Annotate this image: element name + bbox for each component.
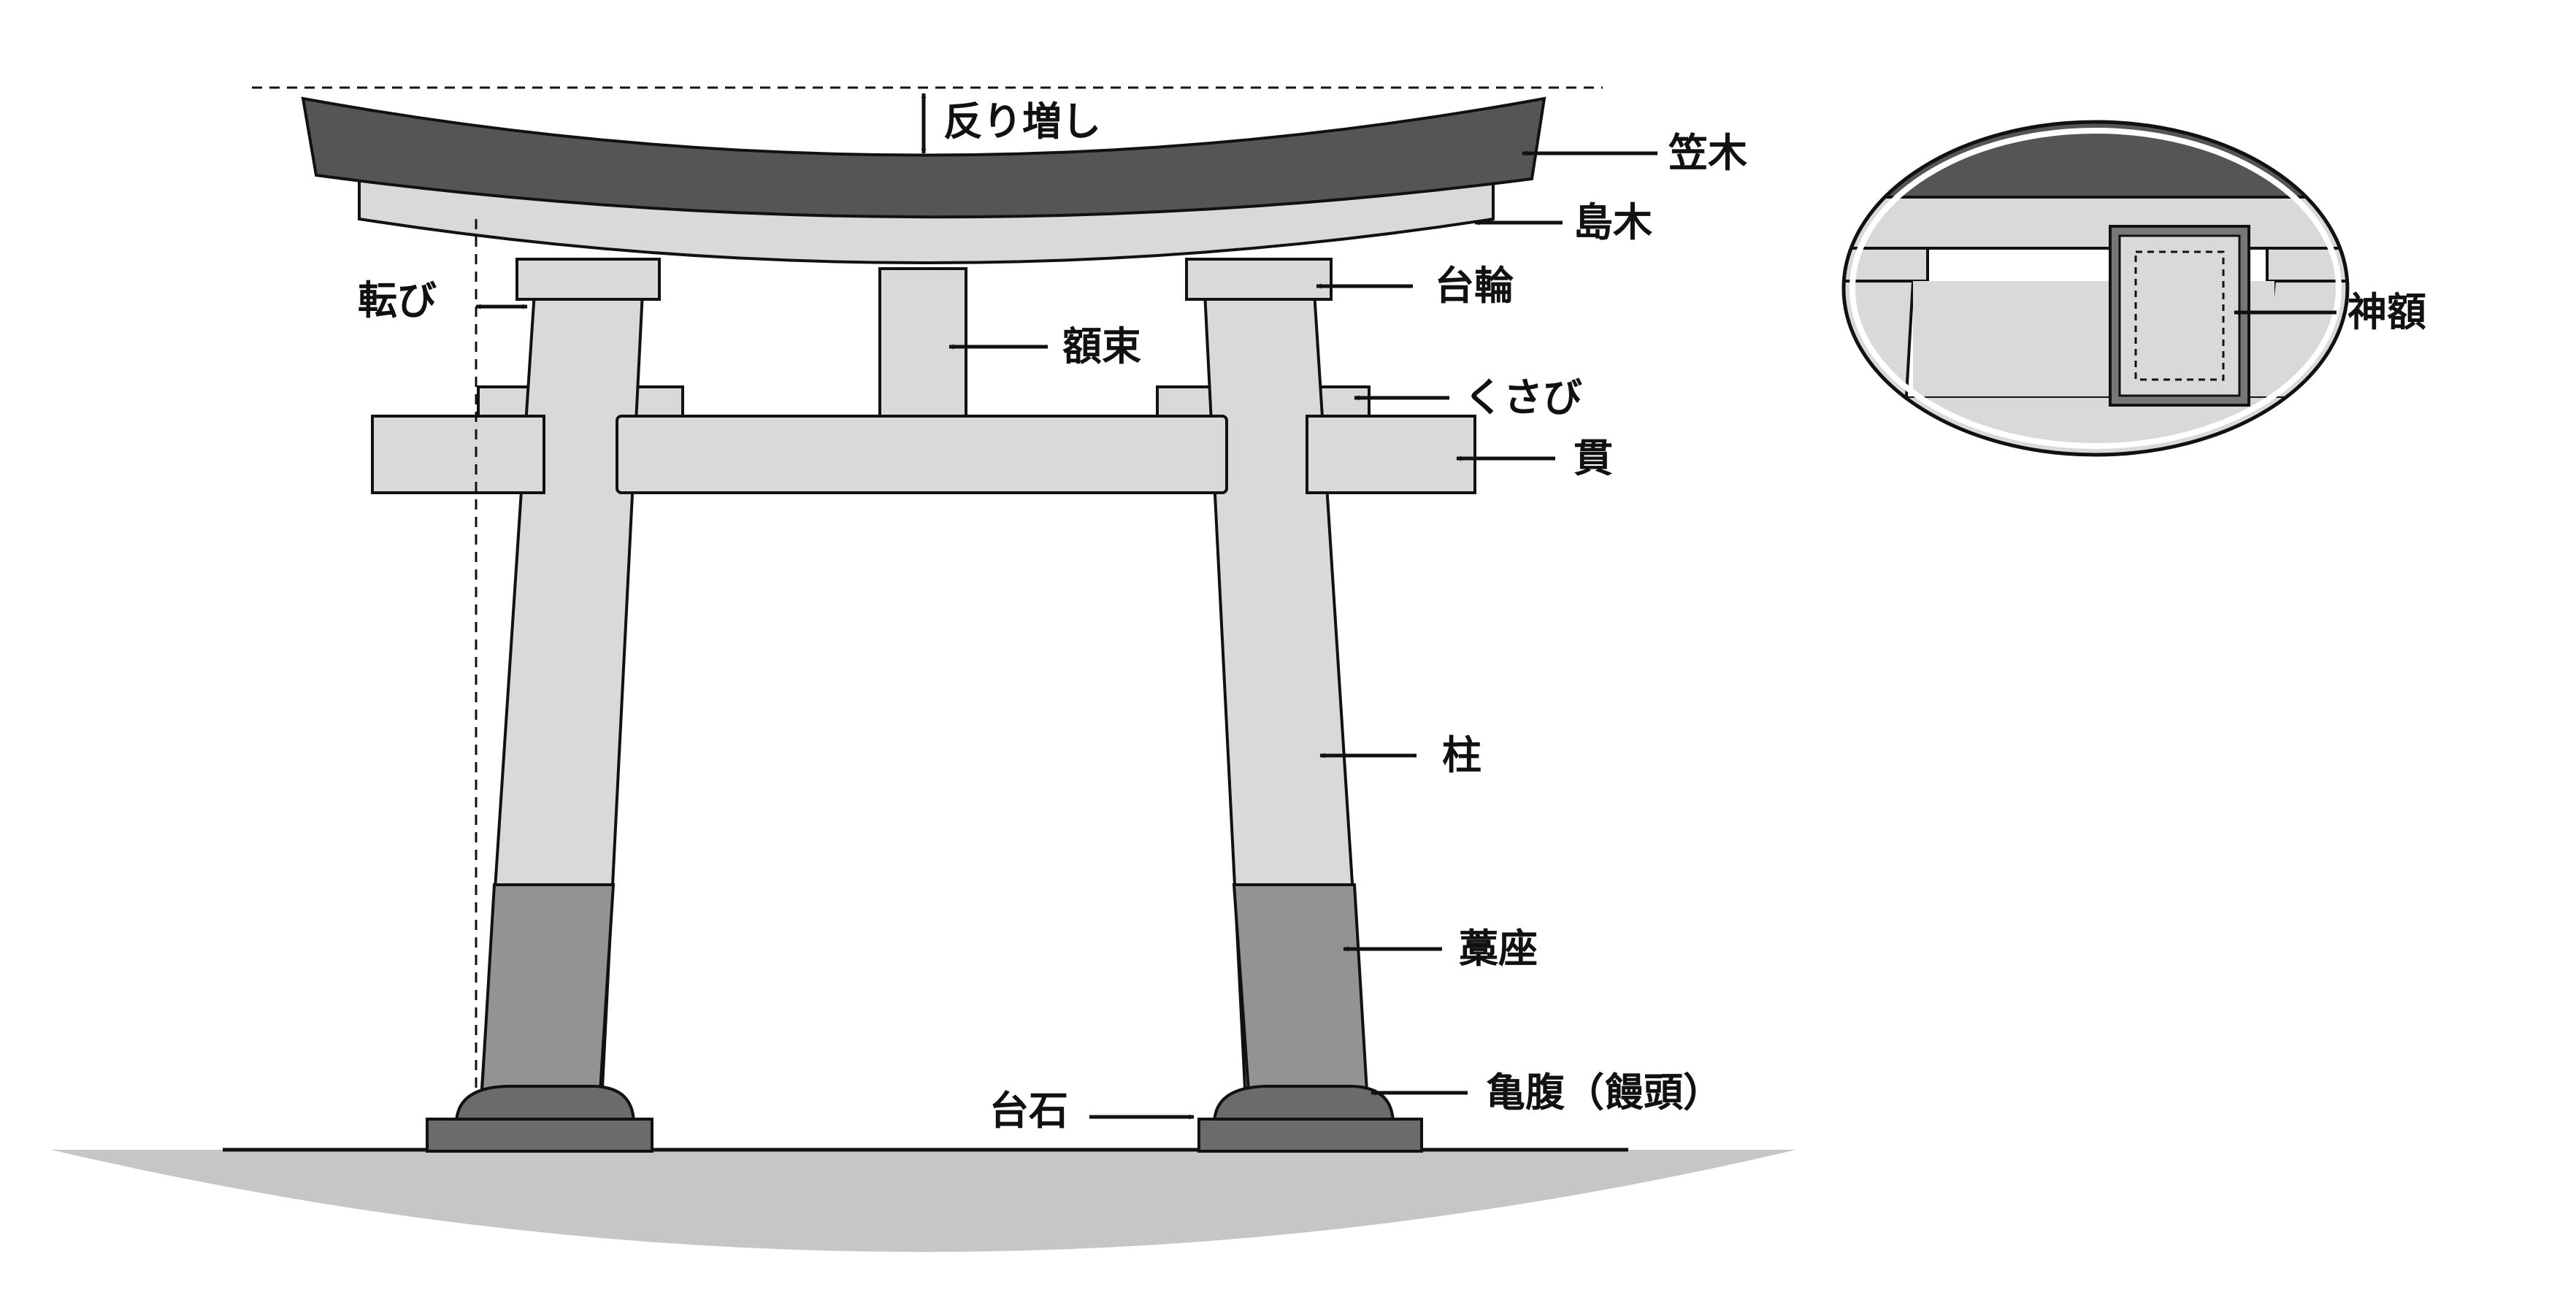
inset-daiwa-left [1844, 247, 1929, 283]
shingaku-inner-dashed [2134, 250, 2225, 381]
wara-za-label: 藁座 [1459, 926, 1538, 972]
wara-za-left [480, 883, 616, 1093]
daiishi-right [1197, 1118, 1423, 1153]
inset-outline [1841, 120, 2350, 457]
shingaku-face [2118, 234, 2241, 397]
ground [51, 1150, 1796, 1252]
gakuzuka [878, 267, 967, 418]
daiishi-label: 台石 [989, 1088, 1068, 1134]
nuki-label: 貫 [1573, 435, 1613, 481]
daiwa-right [1185, 258, 1333, 301]
korobi-label: 転び [358, 277, 437, 323]
kasagi [301, 96, 1546, 219]
gakuzuka-label: 額束 [1062, 323, 1141, 369]
daiwa-left [515, 258, 661, 301]
wara-za-right [1232, 883, 1369, 1093]
nuki-left [371, 415, 545, 494]
kame-bara-label: 亀腹（饅頭） [1486, 1069, 1722, 1115]
shimaki-label: 島木 [1573, 199, 1652, 245]
kame-bara-right [1212, 1085, 1395, 1126]
inset-shimaki [1844, 196, 2347, 250]
shingaku-label: 神額 [2347, 289, 2426, 335]
sori-mashi-label: 反り増し [943, 99, 1101, 145]
shingaku-inset [1841, 120, 2350, 457]
inset-inner-ring [1849, 128, 2342, 449]
kusabi-label: くさび [1464, 374, 1582, 420]
hashira-label: 柱 [1442, 732, 1481, 778]
daiwa-label: 台輪 [1435, 263, 1514, 309]
nuki-tier-right-a [1156, 385, 1217, 418]
kasagi-label: 笠木 [1668, 130, 1747, 176]
inset-daiwa-right [2266, 247, 2347, 283]
daiishi-left [426, 1118, 653, 1153]
nuki-center [616, 415, 1228, 494]
nuki-right [1306, 415, 1476, 494]
kame-bara-left [454, 1085, 636, 1126]
